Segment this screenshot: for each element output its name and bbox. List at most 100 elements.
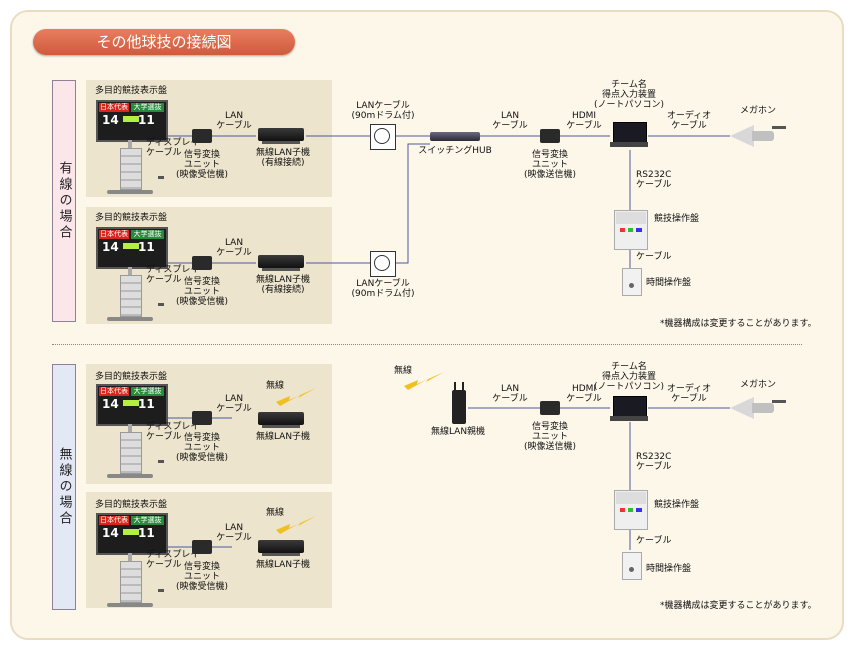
rs232c-label: RS232C ケーブル [636,170,672,190]
board-label: 多目的競技表示盤 [95,372,168,382]
wired-label-text: 有線の場合 [56,161,72,241]
signal-receiver-unit [192,411,212,425]
score-divider [123,529,139,535]
lan-drum-label: LANケーブル (90mドラム付) [351,279,415,299]
signal-receiver-label: 信号変換 ユニット (映像受信機) [175,277,229,307]
score-divider [123,243,139,249]
cable-label: ケーブル [636,536,672,546]
display-cable-label: ディスプレイ ケーブル [146,265,200,285]
signal-transmitter-label: 信号変換 ユニット (映像送信機) [523,422,577,452]
team-away-label: 大学選抜 [131,103,164,112]
megaphone-label: メガホン [740,380,777,390]
team-home-label: 日本代表 [99,387,129,396]
megaphone-label: メガホン [740,106,777,116]
page-title: その他球技の接続図 [33,29,295,55]
equipment-note: *機器構成は変更することがあります。 [660,319,817,329]
rs232c-label: RS232C ケーブル [636,452,672,472]
time-console-label: 時間操作盤 [646,278,692,288]
wireless-lan-child-unit [258,412,304,428]
wireless-label: 無線 [394,366,413,376]
scoreboard-display: 日本代表 大学選抜 14 11 [96,227,168,269]
score-divider [123,400,139,406]
wireless-signal-icon [276,388,316,406]
board-stand [107,267,153,327]
wireless-signal-icon [404,372,444,390]
wireless-label-text: 無線の場合 [56,447,72,527]
score-home: 14 [102,526,119,540]
signal-receiver-unit [192,256,212,270]
game-console-label: 競技操作盤 [654,500,700,510]
score-home: 14 [102,240,119,254]
signal-transmitter-unit [540,401,560,415]
team-home-label: 日本代表 [99,230,129,239]
lan-cable-drum [370,251,396,277]
signal-transmitter-label: 信号変換 ユニット (映像送信機) [523,150,577,180]
lan-drum-label: LANケーブル (90mドラム付) [351,101,415,121]
team-home-label: 日本代表 [99,516,129,525]
wireless-lan-child-unit [258,128,304,144]
score-away: 11 [138,526,155,540]
audio-cable-label: オーディオ ケーブル [666,111,712,131]
scoreboard-display: 日本代表 大学選抜 14 11 [96,100,168,142]
board-label: 多目的競技表示盤 [95,500,168,510]
signal-receiver-label: 信号変換 ユニット (映像受信機) [175,150,229,180]
score-divider [123,116,139,122]
wired-section-label: 有線の場合 [52,80,76,322]
hdmi-cable-label: HDMI ケーブル [566,384,602,404]
board-label: 多目的競技表示盤 [95,86,168,96]
wireless-label: 無線 [266,508,285,518]
scoreboard-display: 日本代表 大学選抜 14 11 [96,513,168,555]
switching-hub [430,132,480,141]
cable-label: ケーブル [636,252,672,262]
megaphone-icon [730,123,778,149]
signal-receiver-label: 信号変換 ユニット (映像受信機) [175,562,229,592]
board-stand [107,140,153,200]
time-console-unit [622,268,642,296]
section-divider [52,344,802,345]
lan-cable-label: LAN ケーブル [492,111,528,131]
wireless-lan-child-unit [258,540,304,556]
pc-label: チーム名 得点入力装置 (ノートパソコン) [594,362,665,392]
megaphone-icon [730,395,778,421]
audio-cable-label: オーディオ ケーブル [666,384,712,404]
signal-transmitter-unit [540,129,560,143]
pc-label: チーム名 得点入力装置 (ノートパソコン) [594,80,665,110]
wireless-child-wired-label: 無線LAN子機 (有線接続) [255,148,311,168]
wireless-label: 無線 [266,381,285,391]
lan-cable-drum [370,124,396,150]
game-console-unit [614,210,648,250]
score-home: 14 [102,113,119,127]
score-home: 14 [102,397,119,411]
lan-cable-label: LAN ケーブル [216,523,252,543]
wireless-section-label: 無線の場合 [52,364,76,610]
game-console-unit [614,490,648,530]
wireless-child-wired-label: 無線LAN子機 (有線接続) [255,275,311,295]
wireless-lan-child-unit [258,255,304,271]
scoreboard-display: 日本代表 大学選抜 14 11 [96,384,168,426]
score-away: 11 [138,397,155,411]
team-away-label: 大学選抜 [131,230,164,239]
switching-hub-label: スイッチングHUB [418,146,492,156]
display-cable-label: ディスプレイ ケーブル [146,138,200,158]
lan-cable-label: LAN ケーブル [492,384,528,404]
signal-receiver-unit [192,540,212,554]
board-stand [107,424,153,484]
wireless-signal-icon [276,516,316,534]
wireless-child-label: 無線LAN子機 [255,560,311,570]
display-cable-label: ディスプレイ ケーブル [146,422,200,442]
team-away-label: 大学選抜 [131,516,164,525]
laptop-pc [610,396,648,422]
wireless-parent-label: 無線LAN親機 [430,427,486,437]
score-away: 11 [138,240,155,254]
team-home-label: 日本代表 [99,103,129,112]
team-away-label: 大学選抜 [131,387,164,396]
time-console-label: 時間操作盤 [646,564,692,574]
lan-cable-label: LAN ケーブル [216,111,252,131]
wireless-child-label: 無線LAN子機 [255,432,311,442]
board-stand [107,553,153,613]
lan-cable-label: LAN ケーブル [216,394,252,414]
lan-cable-label: LAN ケーブル [216,238,252,258]
laptop-pc [610,122,648,148]
game-console-label: 競技操作盤 [654,214,700,224]
